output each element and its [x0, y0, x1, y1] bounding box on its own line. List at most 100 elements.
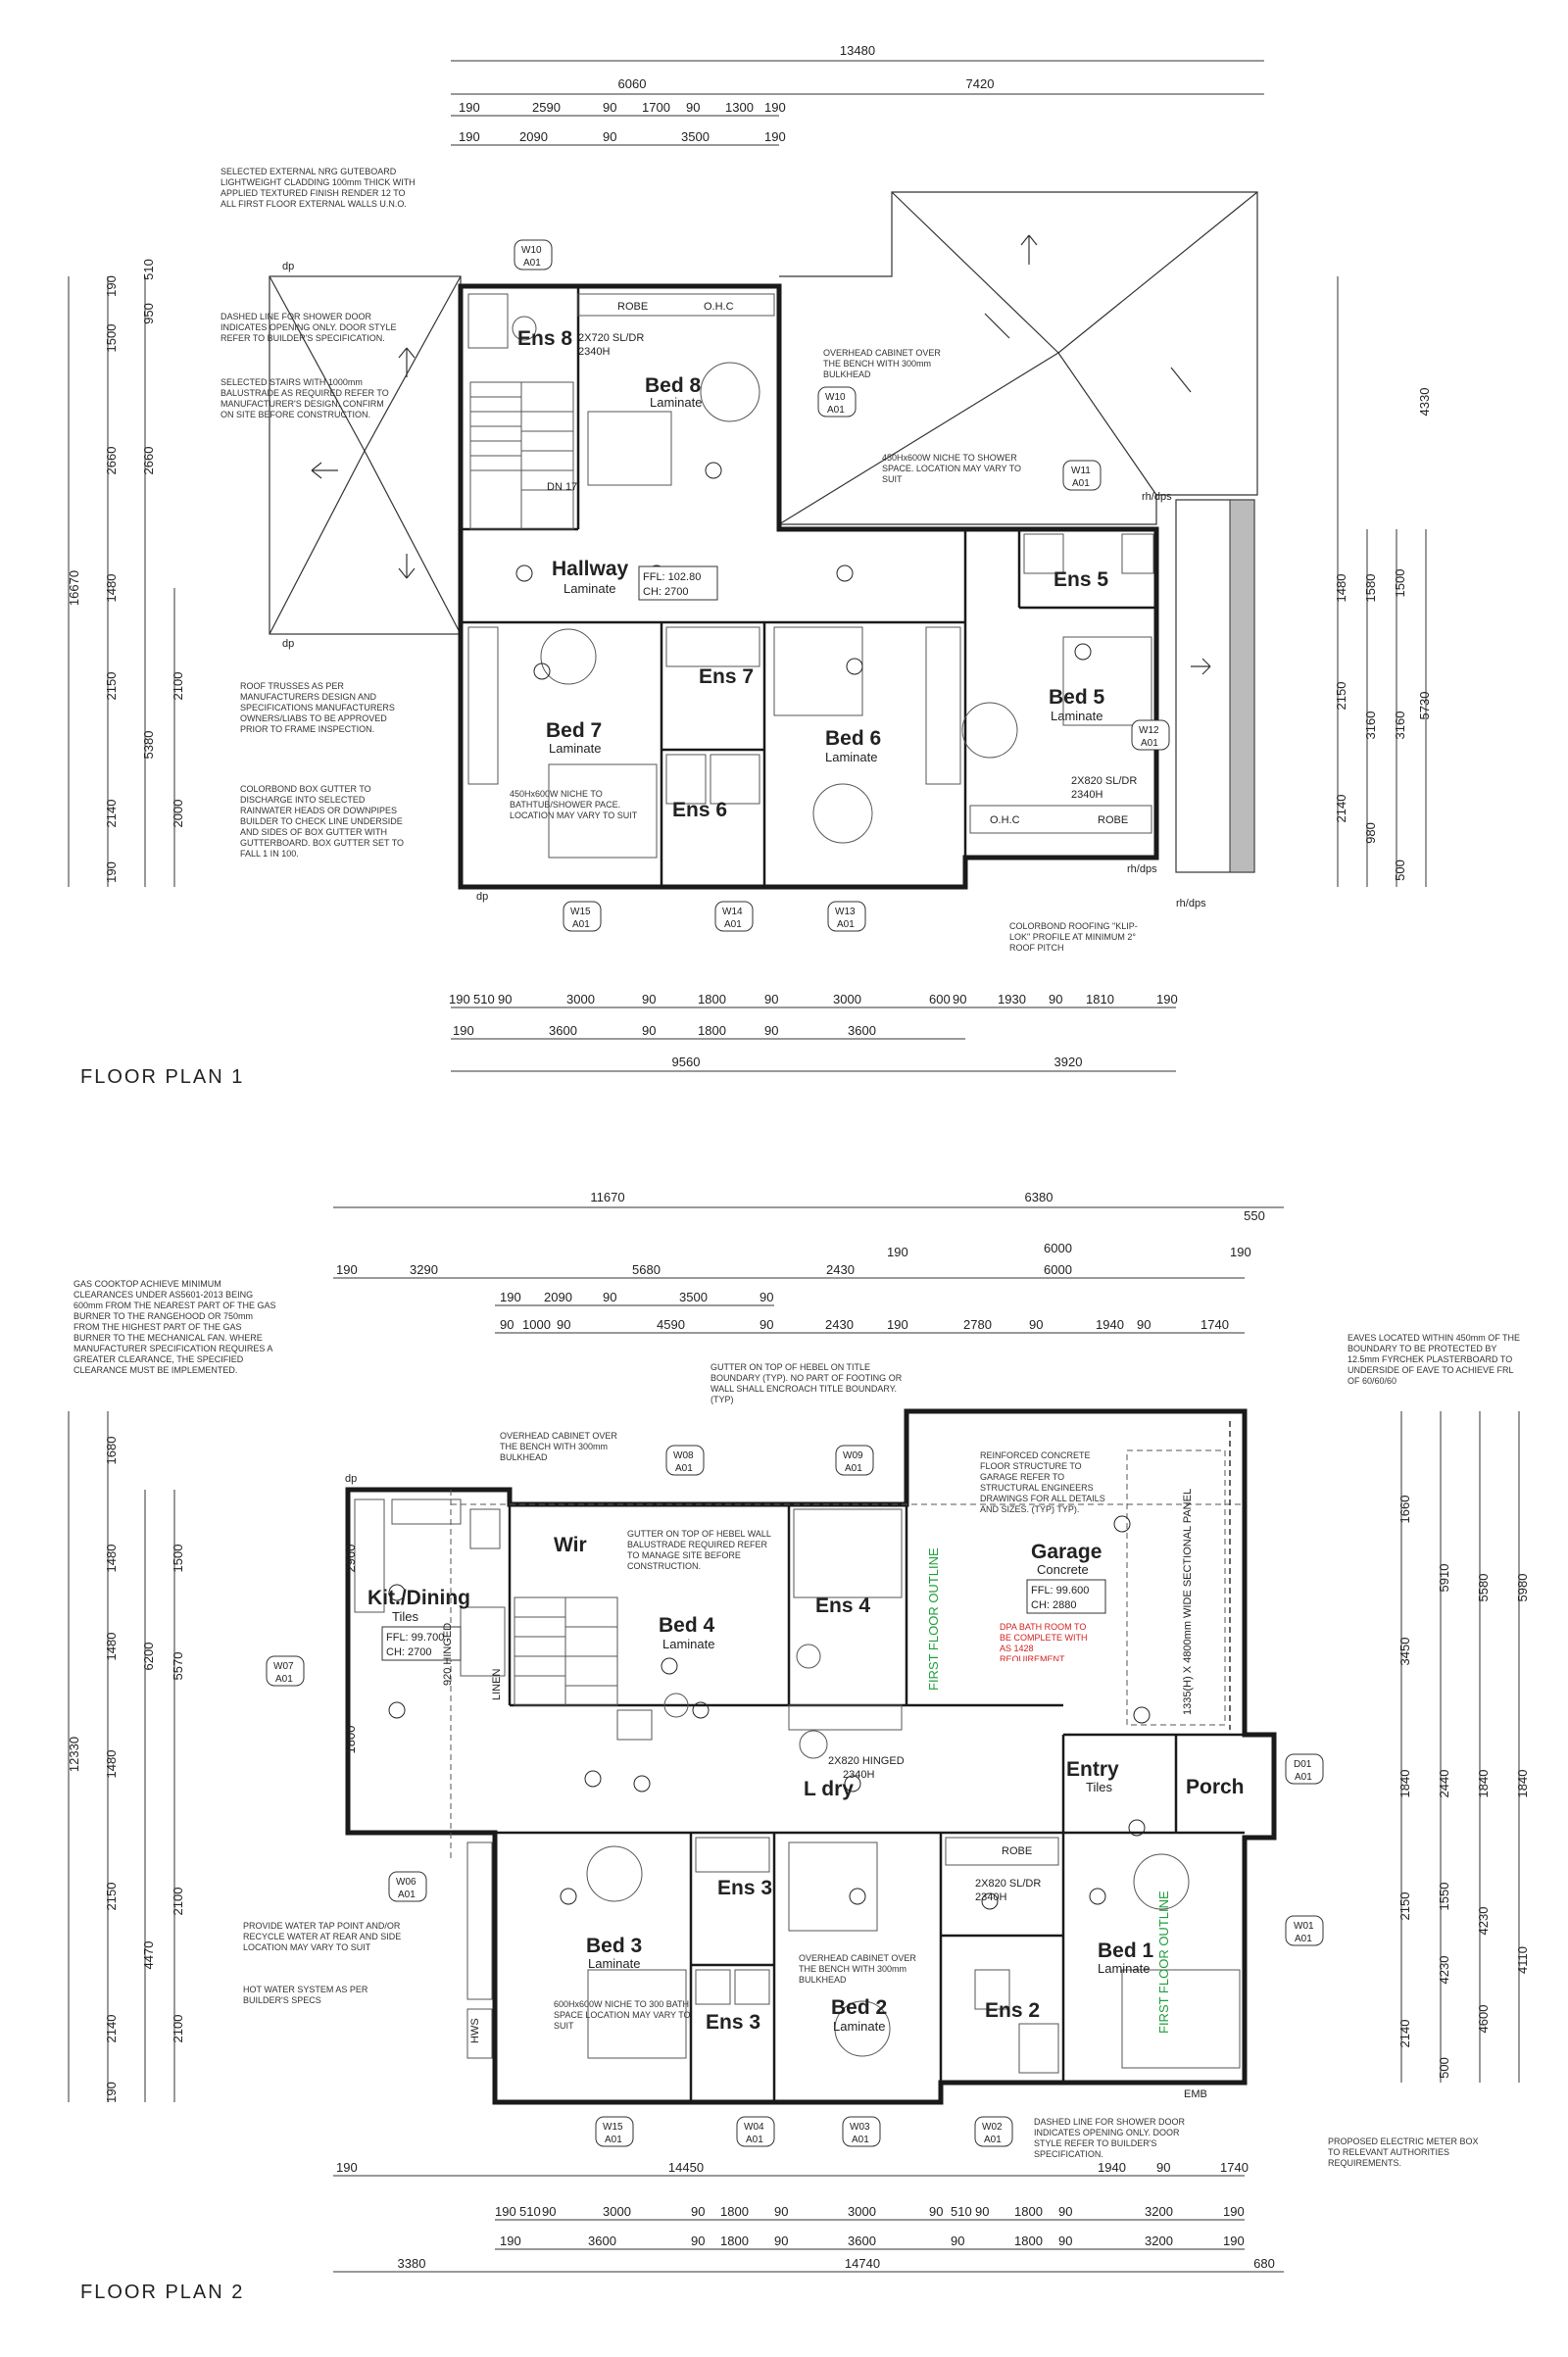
meter-box-label: EMB — [1184, 2088, 1207, 2100]
svg-text:W15: W15 — [570, 907, 591, 917]
svg-text:6000: 6000 — [1044, 1241, 1072, 1255]
note-text: GAS COOKTOP ACHIEVE MINIMUM CLEARANCES U… — [74, 1279, 276, 1375]
plan1-fixtures — [467, 293, 1154, 859]
svg-text:190: 190 — [887, 1317, 908, 1332]
level-box — [1026, 1579, 1106, 1614]
svg-text:3200: 3200 — [1145, 2234, 1173, 2248]
svg-text:A01: A01 — [605, 2135, 622, 2145]
svg-text:3500: 3500 — [679, 1290, 708, 1304]
dim-text: 1300 — [725, 100, 754, 115]
room-floor-bed1: Laminate — [1098, 1961, 1150, 1976]
svg-text:190: 190 — [449, 992, 470, 1007]
svg-text:4600: 4600 — [1476, 2005, 1491, 2034]
svg-text:1800: 1800 — [698, 1023, 726, 1038]
plan1-fixture-labels: ROBE O.H.C 2X720 SL/DR 2340H 2X820 SL/DR… — [282, 261, 1206, 909]
dim-text: 90 — [603, 129, 616, 144]
dim-text: 90 — [686, 100, 700, 115]
svg-text:90: 90 — [1156, 2160, 1170, 2175]
note-text: 450Hx600W NICHE TO SHOWER SPACE. LOCATIO… — [882, 453, 1022, 484]
svg-text:1800: 1800 — [1014, 2204, 1043, 2219]
svg-text:2140: 2140 — [1334, 795, 1348, 823]
ffl-value: FFL: 102.80 — [643, 571, 701, 583]
garage-ceiling-height: CH: 2880 — [1031, 1599, 1076, 1611]
svg-text:3600: 3600 — [588, 2234, 616, 2248]
svg-text:W09: W09 — [843, 1450, 863, 1461]
first-floor-outline — [450, 1490, 1245, 1862]
first-floor-outline-label: FIRST FLOOR OUTLINE — [926, 1547, 941, 1691]
plan1-left-dimensions: 16670 190 1500 2660 1480 2150 2140 190 9… — [67, 259, 185, 887]
note-text: DASHED LINE FOR SHOWER DOOR INDICATES OP… — [1034, 2117, 1186, 2159]
svg-text:9560: 9560 — [672, 1055, 701, 1069]
plan1-roof-fall-arrows — [311, 234, 1211, 675]
svg-text:A01: A01 — [275, 1674, 293, 1685]
room-label-bed6: Bed 6 — [825, 727, 881, 750]
garage-ffl: FFL: 99.600 — [1031, 1585, 1089, 1596]
svg-text:1800: 1800 — [1014, 2234, 1043, 2248]
svg-text:4470: 4470 — [141, 1941, 156, 1970]
svg-text:1500: 1500 — [104, 324, 119, 353]
dim-text: 90 — [603, 100, 616, 115]
room-label-bed3: Bed 3 — [586, 1935, 642, 1957]
svg-text:500: 500 — [1393, 859, 1407, 881]
dim-text: 2590 — [532, 100, 561, 115]
svg-text:1740: 1740 — [1220, 2160, 1249, 2175]
note-text: 600Hx600W NICHE TO 300 BATH SPACE LOCATI… — [554, 1999, 691, 2031]
svg-text:3160: 3160 — [1393, 712, 1407, 740]
dim-text: 190 — [459, 129, 480, 144]
svg-text:90: 90 — [500, 1317, 514, 1332]
note-text: PROVIDE WATER TAP POINT AND/OR RECYCLE W… — [243, 1921, 402, 1952]
svg-text:3450: 3450 — [1397, 1638, 1412, 1666]
svg-text:2150: 2150 — [104, 672, 119, 701]
svg-text:3000: 3000 — [566, 992, 595, 1007]
dim-text: 190 — [764, 129, 786, 144]
svg-text:W03: W03 — [850, 2122, 870, 2133]
svg-text:6000: 6000 — [1044, 1262, 1072, 1277]
plan1-room-labels: Ens 8 Bed 8 Laminate Hallway Laminate FF… — [517, 327, 1108, 821]
svg-text:3600: 3600 — [549, 1023, 577, 1038]
garage-door-label: 1335(H) X 4800mm WIDE SECTIONAL PANEL — [1182, 1489, 1194, 1715]
height-label: 2340H — [843, 1769, 874, 1781]
plan1-walls — [458, 283, 1159, 890]
svg-text:W13: W13 — [835, 907, 856, 917]
svg-text:5730: 5730 — [1417, 692, 1432, 720]
svg-text:1800: 1800 — [720, 2234, 749, 2248]
svg-text:6200: 6200 — [141, 1643, 156, 1671]
svg-text:2430: 2430 — [825, 1317, 854, 1332]
svg-text:A01: A01 — [1141, 738, 1158, 749]
svg-text:90: 90 — [764, 1023, 778, 1038]
plan2-walls — [345, 1408, 1277, 2105]
robe-label: ROBE — [1002, 1845, 1032, 1857]
svg-text:4230: 4230 — [1476, 1907, 1491, 1936]
ceiling-height: CH: 2700 — [386, 1646, 431, 1658]
room-label-entry: Entry — [1066, 1758, 1119, 1781]
svg-text:A01: A01 — [523, 258, 541, 269]
svg-text:A01: A01 — [984, 2135, 1002, 2145]
svg-text:A01: A01 — [827, 405, 845, 416]
svg-text:190: 190 — [104, 2082, 119, 2103]
svg-text:14740: 14740 — [845, 2256, 880, 2271]
plan1-roof-outlines — [269, 191, 1258, 873]
svg-text:2140: 2140 — [104, 2015, 119, 2043]
svg-text:16670: 16670 — [67, 570, 81, 606]
room-floor-bed8: Laminate — [650, 395, 702, 410]
note-text: SELECTED STAIRS WITH 1000mm BALUSTRADE A… — [220, 377, 389, 419]
plan2-fixture-labels: FIRST FLOOR OUTLINE FIRST FLOOR OUTLINE … — [345, 1473, 1207, 2100]
svg-text:A01: A01 — [852, 2135, 869, 2145]
svg-text:190: 190 — [336, 1262, 358, 1277]
room-label-bed4: Bed 4 — [659, 1614, 715, 1637]
arrow-icon — [398, 347, 416, 377]
dim-text: 6060 — [618, 76, 647, 91]
room-label-ens3-lower: Ens 3 — [706, 2011, 760, 2034]
svg-text:90: 90 — [1029, 1317, 1043, 1332]
downpipe-label: dp — [345, 1473, 357, 1485]
svg-text:2150: 2150 — [1334, 682, 1348, 711]
svg-text:2100: 2100 — [171, 1888, 185, 1916]
plan2-light-fittings — [388, 1515, 1151, 1910]
note-text: OVERHEAD CABINET OVER THE BENCH WITH 300… — [823, 348, 941, 379]
svg-text:1740: 1740 — [1200, 1317, 1229, 1332]
floor-plan-2: 11670 6380 550 190 3290 5680 2430 190 60… — [67, 1190, 1530, 2303]
dim-text: 190 — [459, 100, 480, 115]
